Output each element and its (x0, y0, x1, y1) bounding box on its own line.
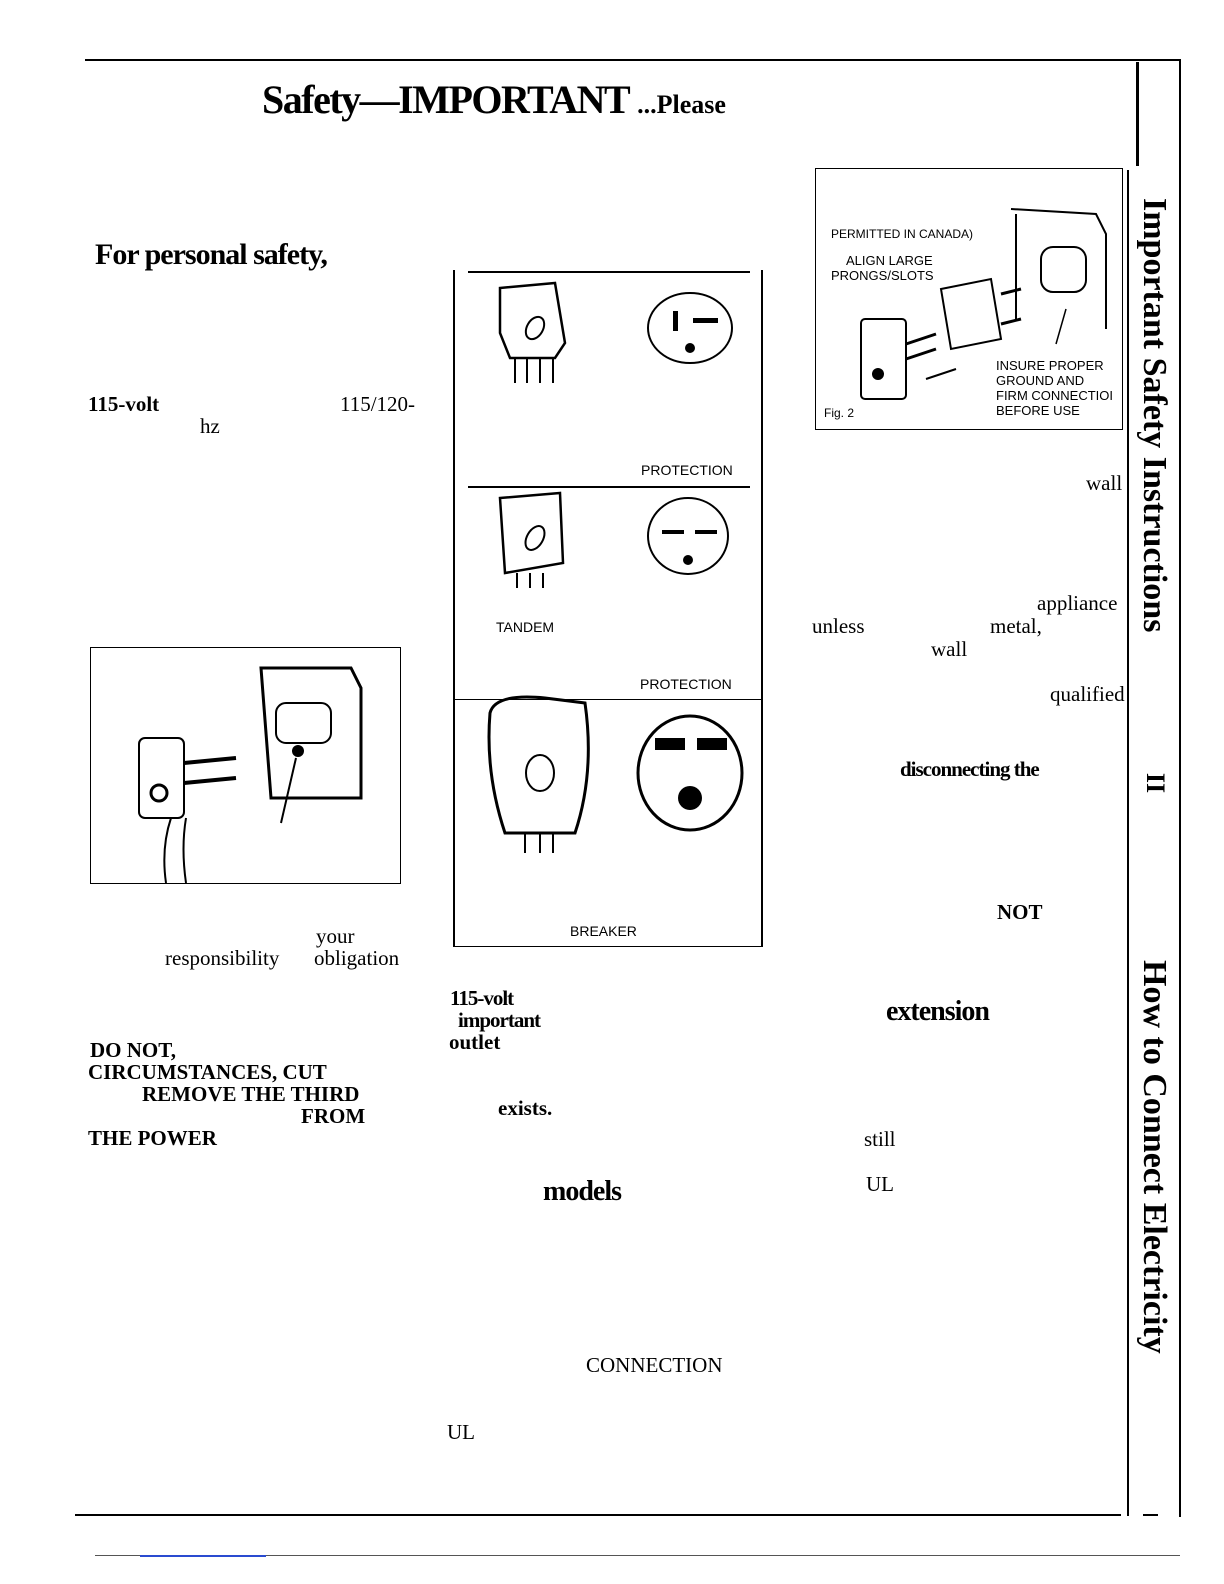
figure-label: ALIGN LARGE (846, 253, 933, 268)
sidebar-rule (1127, 170, 1129, 1516)
warning-text: REMOVE THE THIRD (142, 1082, 360, 1106)
plug-receptacle-drawings (487, 281, 744, 853)
text: still (864, 1127, 896, 1151)
text: UL (866, 1172, 894, 1196)
page-title-row: Safety—IMPORTANT ...Please (262, 80, 726, 120)
right-rule (1179, 59, 1181, 1517)
tab-rule (1136, 62, 1139, 166)
chart-rule (468, 486, 750, 488)
top-rule (85, 59, 1181, 61)
text: extension (886, 996, 990, 1027)
text: NOT (997, 900, 1043, 924)
text: unless (812, 614, 865, 638)
warning-text: FROM (301, 1104, 366, 1128)
text: appliance (1037, 591, 1118, 615)
plug-label: BREAKER (570, 923, 637, 939)
warning-text: DO NOT, (90, 1038, 176, 1062)
figure-1 (90, 647, 401, 884)
adapter-illustration (860, 208, 1107, 400)
text: metal, (990, 614, 1042, 638)
sidebar-marker: II (1141, 772, 1171, 794)
chart-rule (468, 271, 750, 273)
figure-label: FIRM CONNECTIOI (996, 388, 1113, 403)
text: hz (200, 414, 220, 438)
text: disconnecting the (900, 757, 1040, 781)
warning-text: THE POWER (88, 1126, 217, 1150)
page-title-suffix: ...Please (637, 90, 726, 119)
text: your (316, 924, 355, 948)
text: models (543, 1176, 622, 1207)
figure-label: GROUND AND (996, 373, 1085, 388)
plug-label: TANDEM (496, 619, 555, 635)
text: wall (1086, 471, 1123, 495)
chart-right-rule (761, 270, 763, 947)
warning-text: CIRCUMSTANCES, CUT (88, 1060, 327, 1084)
text: 115-volt (450, 986, 514, 1010)
text: 115/120- (340, 392, 416, 416)
text: CONNECTION (586, 1353, 723, 1377)
text: responsibility (165, 946, 280, 970)
page-title: Safety—IMPORTANT (262, 77, 631, 122)
plug-outlet-illustration (138, 666, 363, 884)
footer-rule (95, 1555, 1180, 1556)
plug-label: PROTECTION (641, 462, 733, 478)
footer-accent (140, 1555, 266, 1557)
text: outlet (449, 1030, 501, 1054)
figure-label: PERMITTED IN CANADA) (831, 227, 974, 241)
text: UL (447, 1420, 475, 1444)
plug-label: PROTECTION (640, 676, 732, 692)
bottom-rule (75, 1514, 1121, 1516)
text: 115-volt (88, 392, 160, 416)
text: wall (931, 637, 968, 661)
figure-label: PRONGS/SLOTS (831, 268, 934, 283)
figure-caption: Fig. 2 (824, 406, 855, 420)
figure-label: INSURE PROPER (996, 358, 1104, 373)
bottom-rule-tab (1143, 1514, 1158, 1516)
figure-label: BEFORE USE (996, 403, 1080, 418)
text: exists. (498, 1096, 553, 1120)
figure-2: PERMITTED IN CANADA) ALIGN LARGE PRONGS/… (815, 168, 1123, 430)
section-heading: For personal safety, (95, 238, 328, 271)
sidebar-section-title: Important Safety Instructions (1136, 198, 1173, 633)
chart-rule (455, 699, 761, 700)
text: qualified (1050, 682, 1125, 706)
text: important (458, 1008, 541, 1032)
sidebar-section-title: How to Connect Electricity (1136, 960, 1173, 1354)
text: obligation (314, 946, 400, 970)
chart-left-rule (453, 270, 455, 947)
chart-rule (453, 946, 763, 947)
